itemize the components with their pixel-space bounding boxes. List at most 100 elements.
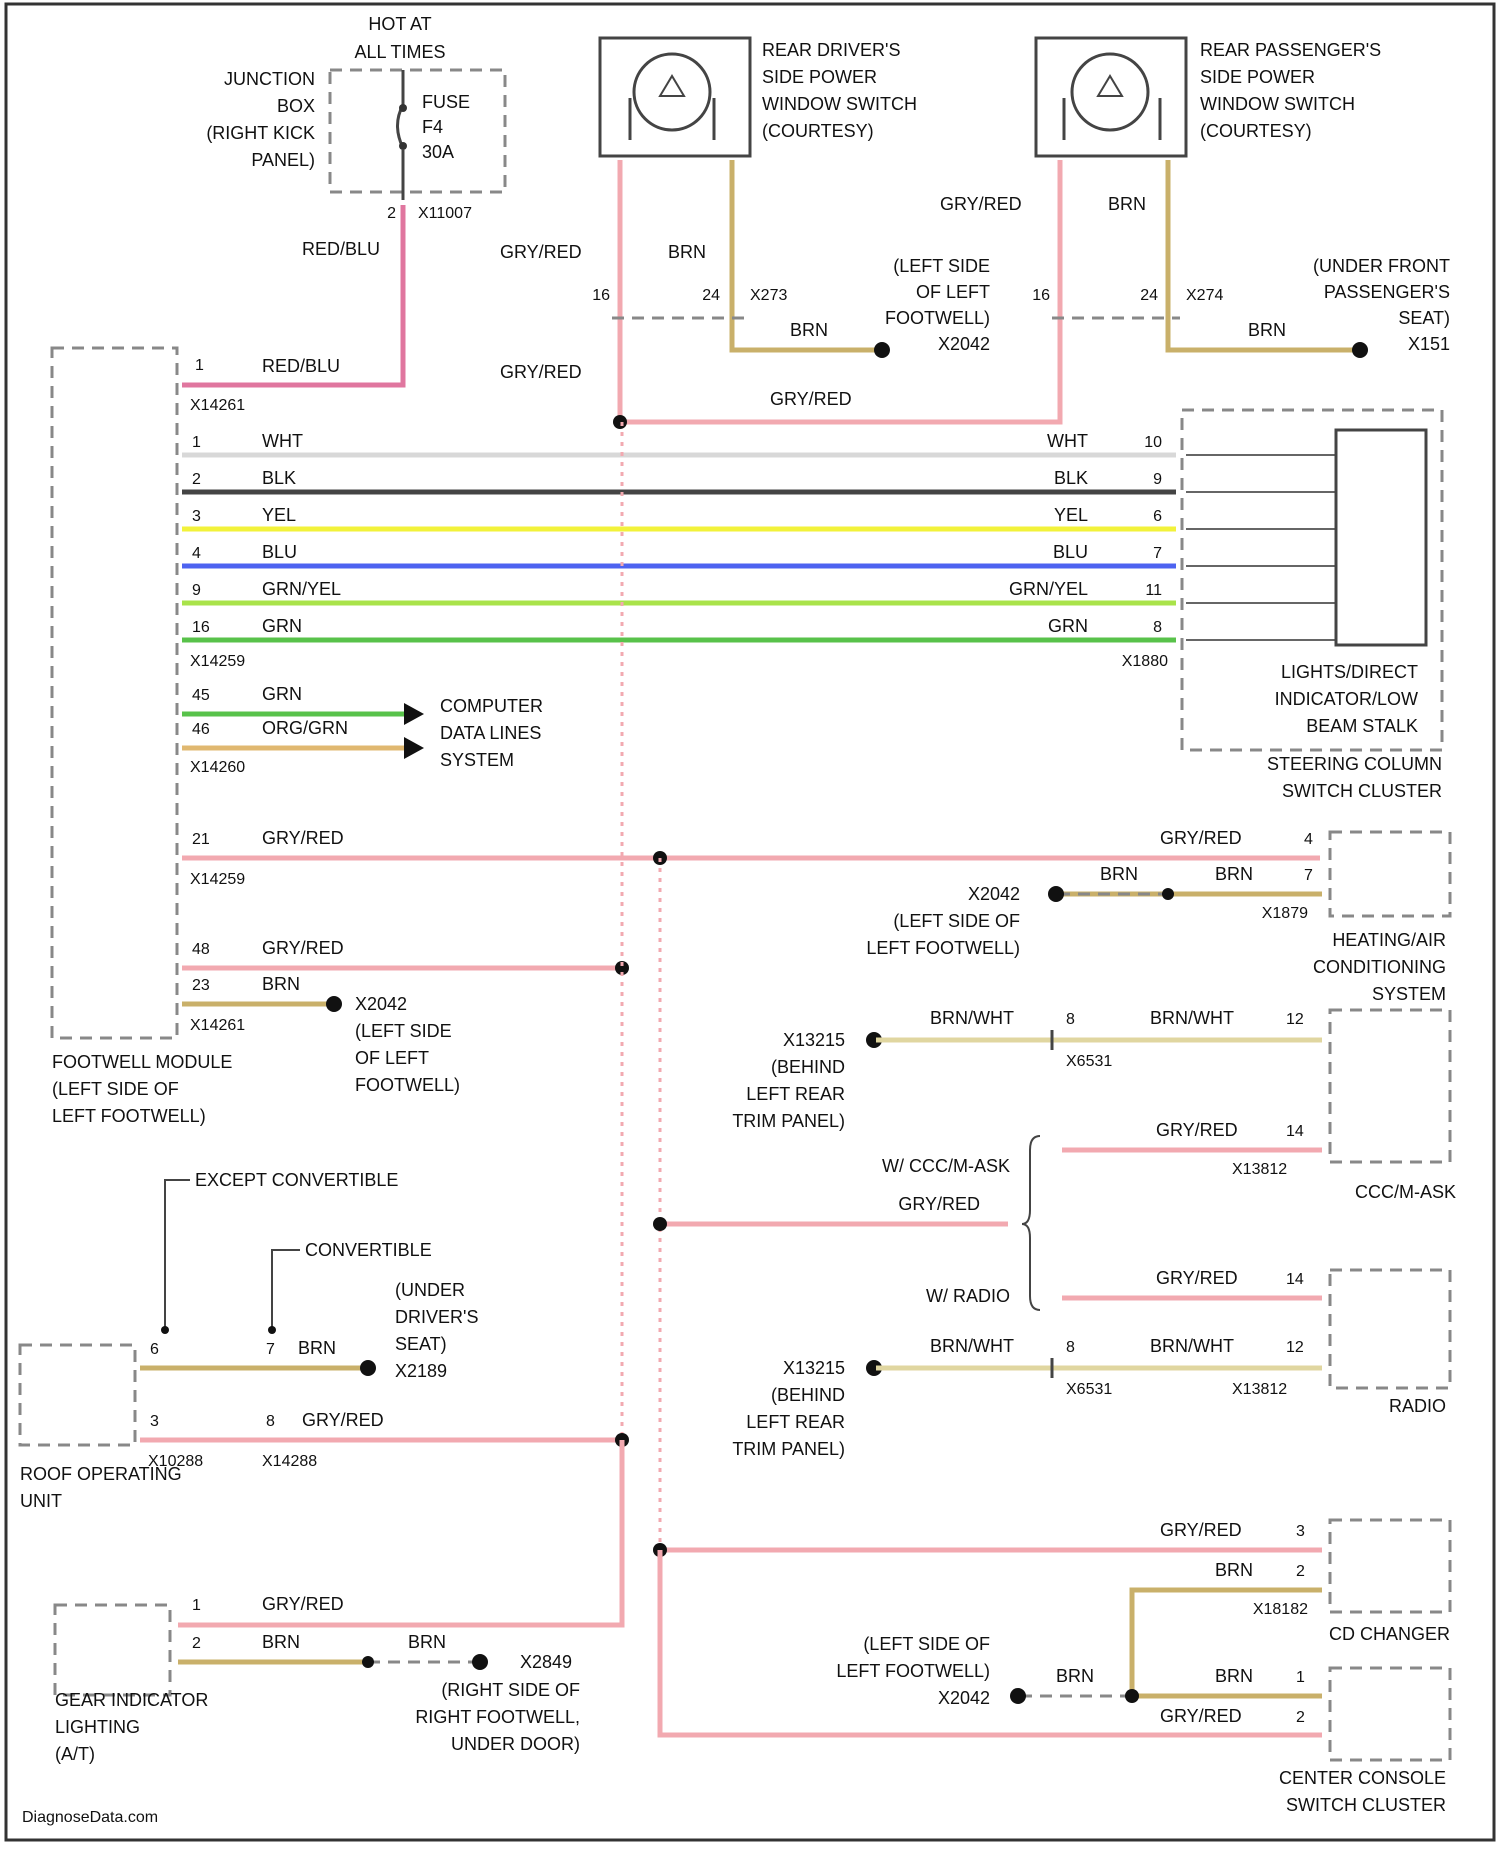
footwell-module-label-2: (LEFT SIDE OF	[52, 1079, 179, 1099]
stalk-label: LIGHTS/DIRECT	[1281, 662, 1418, 682]
connector-label: X14288	[262, 1453, 317, 1470]
hvac-connector-outline	[1330, 832, 1450, 916]
footwell-module-label: FOOTWELL MODULE	[52, 1052, 232, 1072]
ground-label: FOOTWELL)	[355, 1075, 460, 1095]
ground-label: (LEFT SIDE OF	[863, 1634, 990, 1654]
wire-label: GRY/RED	[1156, 1120, 1238, 1140]
connector-label: X6531	[1066, 1381, 1112, 1398]
junction-box-outline	[330, 70, 505, 192]
wire-label: GRY/RED	[302, 1410, 384, 1430]
switch-label-1: REAR DRIVER'S	[762, 40, 900, 60]
bus-pin-left: 9	[192, 582, 201, 599]
gear-indicator-label-3: (A/T)	[55, 1744, 95, 1764]
arrow-right-icon	[404, 737, 424, 759]
ground-label: PASSENGER'S	[1324, 282, 1450, 302]
wire-label: BRN/WHT	[1150, 1008, 1234, 1028]
wire-label: BRN	[262, 974, 300, 994]
footwell-module-label-3: LEFT FOOTWELL)	[52, 1106, 206, 1126]
stalk-label-2: INDICATOR/LOW	[1275, 689, 1418, 709]
wire-label: BRN	[668, 242, 706, 262]
ground-connector: X2042	[938, 1688, 990, 1708]
junction-box-fuse: HOT AT ALL TIMES JUNCTION BOX (RIGHT KIC…	[206, 14, 505, 222]
bus-pin-right: 10	[1144, 434, 1162, 451]
pin-label: 16	[1032, 287, 1050, 304]
bus-wire-label-right: YEL	[1054, 505, 1088, 525]
cccm-connector-outline	[1330, 1010, 1450, 1162]
motor-symbol-icon	[660, 76, 684, 96]
pin-label: 45	[192, 687, 210, 704]
fuse-connector: X11007	[418, 205, 472, 222]
rear-driver-window-switch: REAR DRIVER'S SIDE POWER WINDOW SWITCH (…	[600, 38, 917, 156]
radio-connector-outline	[1330, 1270, 1450, 1388]
rear-passenger-window-switch: REAR PASSENGER'S SIDE POWER WINDOW SWITC…	[1036, 38, 1381, 156]
hvac-label: HEATING/AIR	[1332, 930, 1446, 950]
pin-label: 2	[192, 1635, 201, 1652]
hvac-label-2: CONDITIONING	[1313, 957, 1446, 977]
pin-label: 1	[1296, 1669, 1305, 1686]
wire-label: BRN	[1215, 1666, 1253, 1686]
pin-label: 8	[266, 1413, 275, 1430]
bus-pin-left: 3	[192, 508, 201, 525]
switch-label-4: (COURTESY)	[762, 121, 874, 141]
option-label: CONVERTIBLE	[305, 1240, 432, 1260]
hot-label: HOT AT	[368, 14, 431, 34]
wire-label: BRN	[1215, 864, 1253, 884]
pin-label: 14	[1286, 1271, 1304, 1288]
pin-label: 12	[1286, 1011, 1304, 1028]
bus-wire-label-left: BLU	[262, 542, 297, 562]
splice-dot	[362, 1656, 374, 1668]
option-label: EXCEPT CONVERTIBLE	[195, 1170, 398, 1190]
motor-switch-icon	[634, 54, 710, 130]
fuse-pin: 2	[387, 205, 396, 222]
connector-label: X14261	[190, 1017, 245, 1034]
connector-label: X1879	[1262, 905, 1308, 922]
option-leader	[165, 1180, 190, 1330]
bus-wire-label-right: BLK	[1054, 468, 1088, 488]
wire-label: GRY/RED	[262, 938, 344, 958]
bus-wire-label-left: YEL	[262, 505, 296, 525]
console-label: CENTER CONSOLE	[1279, 1768, 1446, 1788]
ground-label: (UNDER	[395, 1280, 465, 1300]
splice-dot	[1125, 1689, 1139, 1703]
pin-label: 12	[1286, 1339, 1304, 1356]
wire-label: BRN	[790, 320, 828, 340]
wire-label: BRN/WHT	[930, 1336, 1014, 1356]
option-leader	[272, 1250, 300, 1330]
wire-label: GRY/RED	[262, 1594, 344, 1614]
console-outline	[1330, 1668, 1450, 1760]
fuse-number: F4	[422, 117, 443, 137]
ground-label: LEFT REAR	[746, 1084, 845, 1104]
switch-leads	[630, 98, 714, 140]
pin-label: 16	[592, 287, 610, 304]
pin-label: 21	[192, 831, 210, 848]
roof-unit-label: ROOF OPERATING	[20, 1464, 182, 1484]
pin-label: 8	[1066, 1339, 1075, 1356]
wire-gry-red-gear	[178, 1440, 622, 1625]
bus-wire-label-left: WHT	[262, 431, 303, 451]
ground-label: UNDER DOOR)	[451, 1734, 580, 1754]
wire-label: BRN	[262, 1632, 300, 1652]
pin-label: 4	[1304, 831, 1313, 848]
ground-connector: X151	[1408, 334, 1450, 354]
wire-label: GRY/RED	[1160, 1520, 1242, 1540]
cd-changer-label: CD CHANGER	[1329, 1624, 1450, 1644]
pin-label: 1	[192, 1597, 201, 1614]
data-dest-label: COMPUTER	[440, 696, 543, 716]
bus-wire-label-left: GRN/YEL	[262, 579, 341, 599]
junction-box-label-2: BOX	[277, 96, 315, 116]
ground-label: (LEFT SIDE OF	[893, 911, 1020, 931]
pin-label: 24	[702, 287, 720, 304]
wire-label: BRN	[298, 1338, 336, 1358]
ground-connector: X13215	[783, 1358, 845, 1378]
wire-label: BRN/WHT	[1150, 1336, 1234, 1356]
roof-unit-outline	[20, 1345, 135, 1445]
wire-label: BRN	[1215, 1560, 1253, 1580]
data-dest-label-2: DATA LINES	[440, 723, 541, 743]
bus-pin-left: 4	[192, 545, 201, 562]
ground-label: (LEFT SIDE	[355, 1021, 452, 1041]
fuse-rating: 30A	[422, 142, 454, 162]
footer-watermark: DiagnoseData.com	[22, 1809, 158, 1826]
roof-unit-label-2: UNIT	[20, 1491, 62, 1511]
wire-label: BRN	[1108, 194, 1146, 214]
